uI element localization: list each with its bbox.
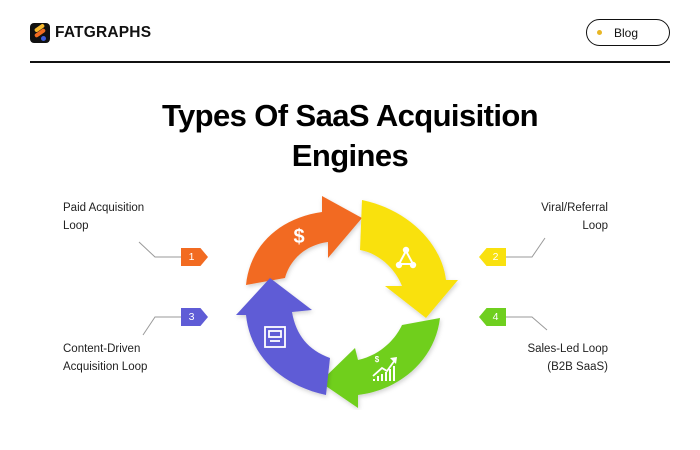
dollar-icon: $ bbox=[293, 226, 304, 248]
header-divider bbox=[30, 61, 670, 63]
growth-chart-icon: $ bbox=[372, 355, 397, 381]
title-line-2: Engines bbox=[291, 138, 409, 173]
loop-2-arrow bbox=[360, 200, 458, 318]
document-layout-icon bbox=[264, 326, 286, 348]
loop-4-label: Sales-Led Loop (B2B SaaS) bbox=[527, 340, 608, 376]
loop-4-label-line-1: Sales-Led Loop bbox=[527, 343, 608, 355]
acquisition-cycle-diagram: $ $ bbox=[236, 196, 458, 408]
loop-4-label-line-2: (B2B SaaS) bbox=[547, 361, 608, 373]
dot-icon bbox=[597, 30, 602, 35]
loop-1-label: Paid Acquisition Loop bbox=[63, 199, 144, 235]
loop-3-label-line-2: Acquisition Loop bbox=[63, 361, 148, 373]
loop-3-arrow bbox=[320, 318, 440, 408]
loop-4-number-badge: 4 bbox=[479, 308, 506, 326]
title-line-1: Types Of SaaS Acquisition bbox=[161, 98, 539, 133]
loop-1-label-line-1: Paid Acquisition bbox=[63, 202, 145, 214]
network-share-icon bbox=[395, 246, 417, 269]
loop-3-label: Content-Driven Acquisition Loop bbox=[63, 340, 147, 376]
blog-button[interactable]: Blog bbox=[586, 19, 670, 46]
loop-3-label-line-1: Content-Driven bbox=[63, 343, 141, 355]
loop-3-number-badge: 3 bbox=[181, 308, 208, 326]
brand-logo[interactable]: FATGRAPHS bbox=[30, 23, 151, 43]
svg-text:$: $ bbox=[293, 226, 304, 248]
site-header: FATGRAPHS Blog bbox=[30, 19, 670, 61]
loop-2-label-line-1: Viral/Referral bbox=[541, 202, 608, 214]
loop-4-arrow bbox=[236, 278, 330, 395]
brand-name: FATGRAPHS bbox=[55, 24, 152, 41]
loop-1-number-badge: 1 bbox=[181, 248, 208, 266]
loop-2-label: Viral/Referral Loop bbox=[541, 199, 608, 235]
fatgraphs-logo-icon bbox=[30, 23, 50, 43]
loop-2-number-badge: 2 bbox=[479, 248, 506, 266]
blog-button-label: Blog bbox=[614, 25, 639, 40]
page-title: Types Of SaaS Acquisition Engines bbox=[0, 96, 700, 176]
loop-2-label-line-2: Loop bbox=[582, 220, 608, 232]
loop-1-arrow bbox=[246, 196, 362, 285]
loop-1-label-line-2: Loop bbox=[63, 220, 89, 232]
svg-text:$: $ bbox=[375, 355, 380, 364]
